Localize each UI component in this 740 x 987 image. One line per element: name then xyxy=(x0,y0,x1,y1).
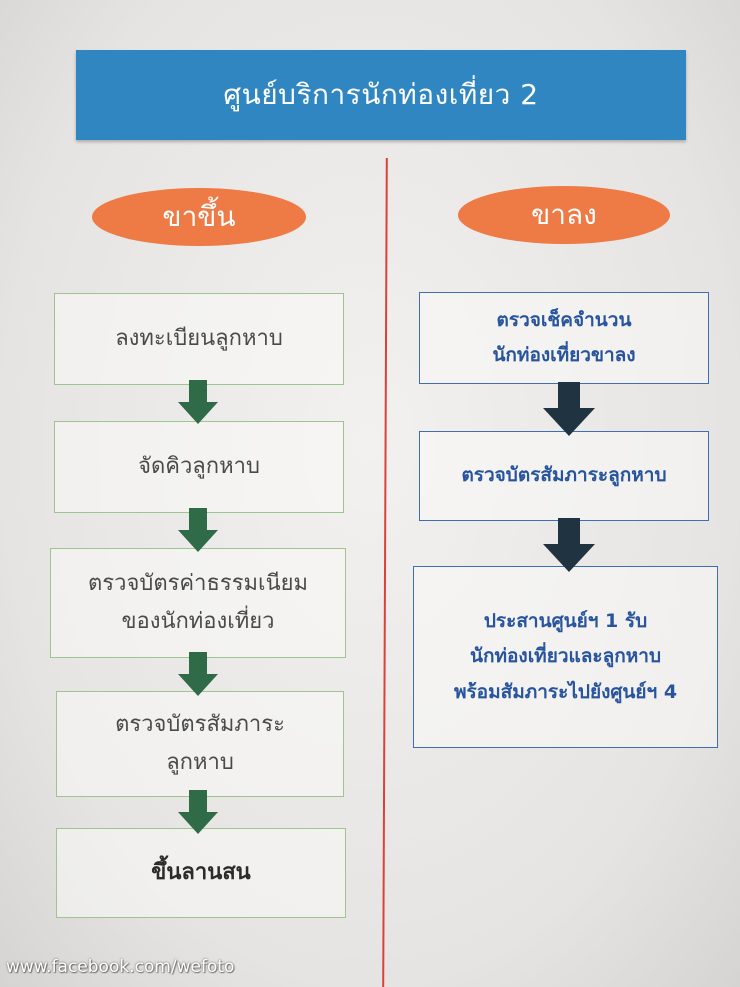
down-step-3-line-2: นักท่องเที่ยวและลูกหาบ xyxy=(469,645,662,668)
down-step-3-line-1: ประสานศูนย์ฯ 1 รับ xyxy=(483,610,648,633)
down-step-3: ประสานศูนย์ฯ 1 รับ นักท่องเที่ยวและลูกหา… xyxy=(413,566,718,748)
down-step-3-line-3: พร้อมสัมภาระไปยังศูนย์ฯ 4 xyxy=(453,680,678,703)
header-title: ศูนย์บริการนักท่องเที่ยว 2 xyxy=(223,78,539,111)
down-step-1-line-1: ตรวจเช็คจำนวน xyxy=(496,308,632,331)
up-step-3: ตรวจบัตรค่าธรรมเนียม ของนักท่องเที่ยว xyxy=(50,548,346,658)
arrow-down-icon xyxy=(178,652,218,696)
down-step-1-line-2: นักท่องเที่ยวขาลง xyxy=(492,344,636,366)
up-step-4-line-1: ตรวจบัตรสัมภาระ xyxy=(115,711,285,737)
up-step-5-line-1: ขึ้นลานสน xyxy=(151,859,251,885)
up-direction-label: ขาขึ้น xyxy=(92,188,306,246)
down-direction-text: ขาลง xyxy=(531,198,597,231)
watermark-url: www.facebook.com/wefoto xyxy=(6,957,235,977)
down-direction-label: ขาลง xyxy=(458,186,670,244)
arrow-down-icon xyxy=(543,382,595,436)
arrow-down-icon xyxy=(178,790,218,834)
up-step-1: ลงทะเบียนลูกหาบ xyxy=(54,293,344,385)
up-step-3-line-2: ของนักท่องเที่ยว xyxy=(121,609,275,634)
down-step-2-line-1: ตรวจบัตรสัมภาระลูกหาบ xyxy=(461,464,667,487)
arrow-down-icon xyxy=(178,508,218,552)
header-title-bar: ศูนย์บริการนักท่องเที่ยว 2 xyxy=(76,50,686,140)
up-step-5: ขึ้นลานสน xyxy=(56,828,346,918)
up-step-2-line-1: จัดคิวลูกหาบ xyxy=(138,453,260,479)
up-step-4-line-2: ลูกหาบ xyxy=(166,750,234,775)
up-step-4: ตรวจบัตรสัมภาระ ลูกหาบ xyxy=(56,691,344,797)
arrow-down-icon xyxy=(178,380,218,424)
up-step-3-line-1: ตรวจบัตรค่าธรรมเนียม xyxy=(88,570,308,596)
column-divider xyxy=(382,158,388,987)
up-direction-text: ขาขึ้น xyxy=(162,200,236,233)
down-step-1: ตรวจเช็คจำนวน นักท่องเที่ยวขาลง xyxy=(419,292,709,384)
arrow-down-icon xyxy=(543,518,595,572)
up-step-1-line-1: ลงทะเบียนลูกหาบ xyxy=(115,325,283,351)
up-step-2: จัดคิวลูกหาบ xyxy=(54,421,344,513)
down-step-2: ตรวจบัตรสัมภาระลูกหาบ xyxy=(419,431,709,521)
